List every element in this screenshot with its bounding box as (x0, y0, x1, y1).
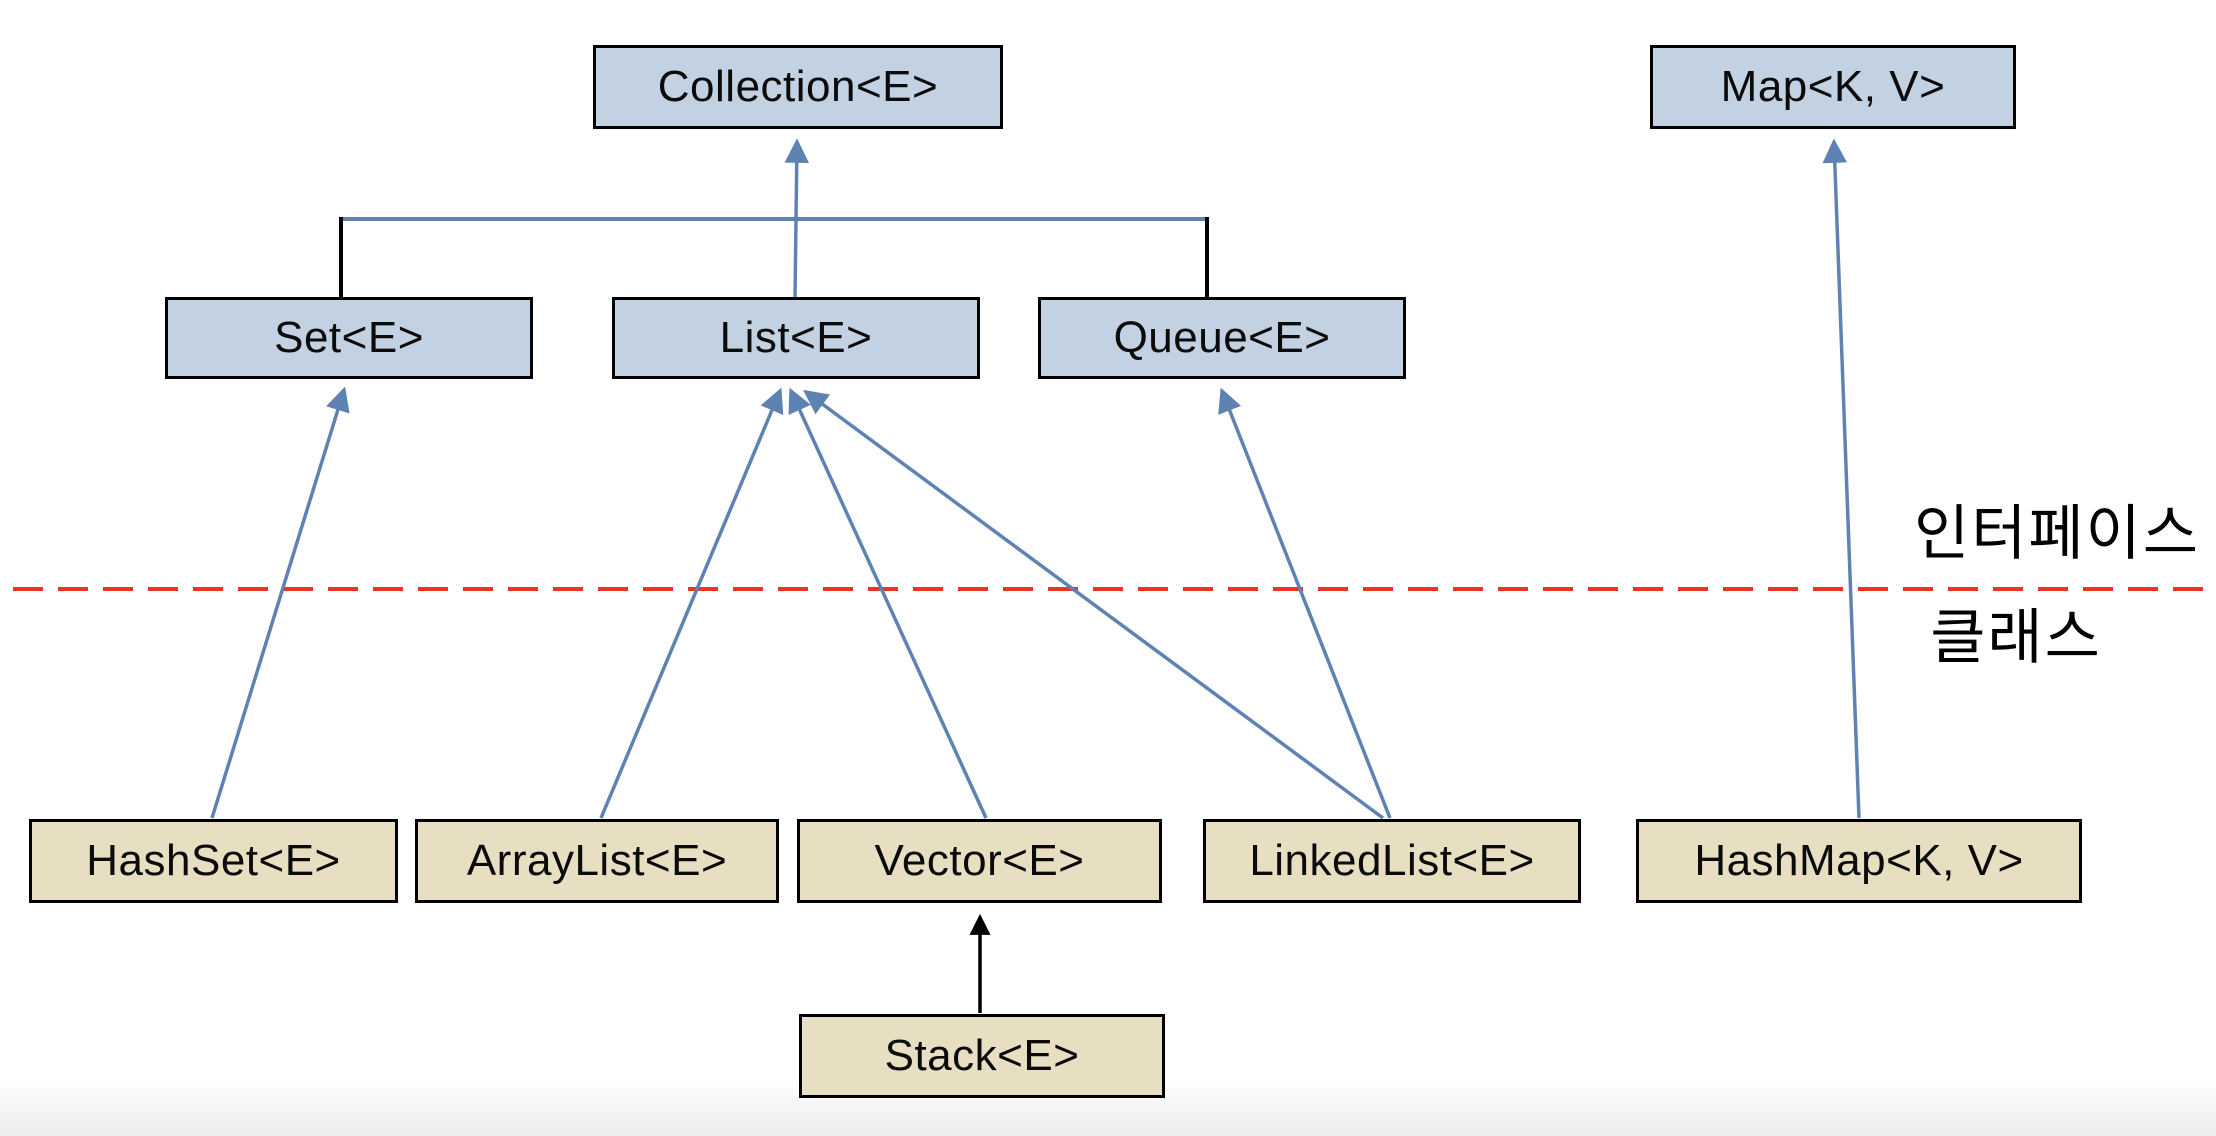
edge-hashset-set (210, 386, 350, 819)
edge-linkedlist-queue (1218, 387, 1392, 819)
node-vector-label: Vector<E> (874, 836, 1085, 885)
node-hashset: HashSet<E> (29, 819, 398, 903)
edge-vector-list (788, 387, 988, 819)
edge-arraylist-list (599, 387, 784, 819)
edge-list-collection (784, 138, 809, 299)
edge-linkedlist-list (803, 389, 1385, 820)
node-linkedlist-label: LinkedList<E> (1249, 836, 1535, 885)
node-hashmap: HashMap<K, V> (1636, 819, 2082, 903)
edge-hashmap-map (1822, 138, 1861, 819)
node-queue: Queue<E> (1038, 297, 1406, 379)
node-collection: Collection<E> (593, 45, 1003, 129)
node-collection-label: Collection<E> (657, 62, 939, 111)
node-hashmap-label: HashMap<K, V> (1694, 836, 2024, 885)
node-stack: Stack<E> (799, 1014, 1165, 1098)
node-list-label: List<E> (719, 313, 873, 362)
region-label-class: 클래스 (1930, 604, 2102, 671)
node-stack-label: Stack<E> (884, 1031, 1080, 1080)
node-set: Set<E> (165, 297, 533, 379)
node-map: Map<K, V> (1650, 45, 2016, 129)
node-hashset-label: HashSet<E> (86, 836, 341, 885)
node-list: List<E> (612, 297, 980, 379)
node-arraylist: ArrayList<E> (415, 819, 779, 903)
node-vector: Vector<E> (797, 819, 1162, 903)
node-linkedlist: LinkedList<E> (1203, 819, 1581, 903)
region-label-interface: 인터페이스 (1914, 500, 2200, 567)
node-arraylist-label: ArrayList<E> (466, 836, 728, 885)
node-set-label: Set<E> (274, 313, 424, 362)
node-queue-label: Queue<E> (1113, 313, 1331, 362)
node-map-label: Map<K, V> (1720, 62, 1946, 111)
